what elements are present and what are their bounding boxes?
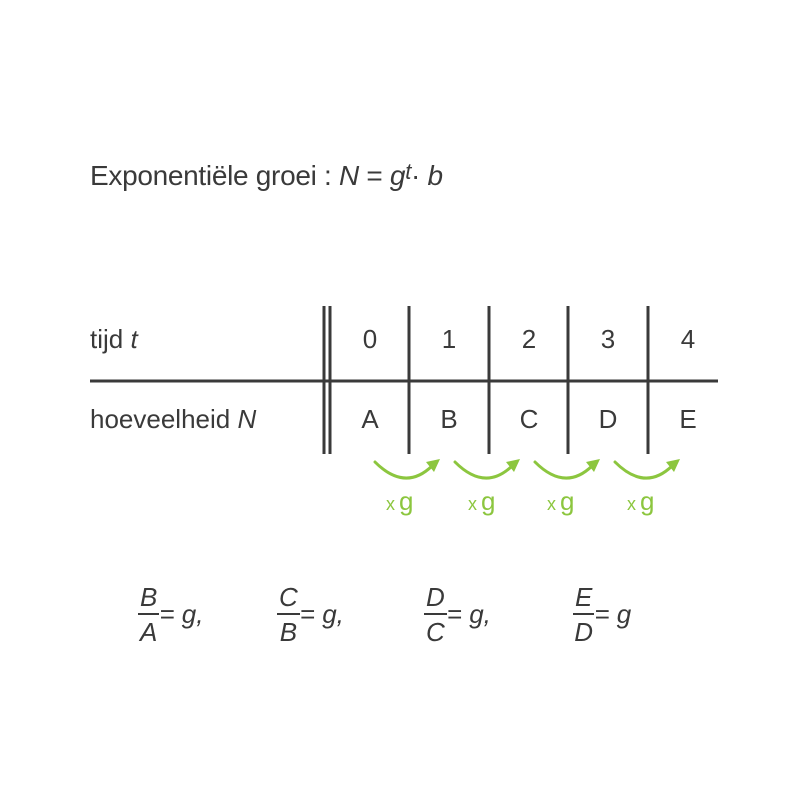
title-g: g	[389, 160, 406, 191]
title-formula: Exponentiële groei : N = gt· b	[90, 159, 444, 192]
curved-arrow-icon	[453, 460, 514, 480]
curved-arrow-icon	[613, 460, 674, 480]
time-cell: 2	[521, 324, 537, 354]
time-cell: 0	[362, 324, 378, 354]
amount-cell: C	[519, 404, 539, 434]
title-dot: ·	[411, 160, 428, 191]
curved-arrow-icon	[373, 460, 434, 480]
title-prefix: Exponentiële groei :	[90, 160, 339, 191]
time-cell: 1	[441, 324, 457, 354]
arrowhead-icon	[586, 459, 600, 472]
amount-cell: E	[679, 404, 697, 434]
row-label-amount: hoeveelheid N	[90, 404, 257, 434]
amount-cell: A	[361, 404, 379, 434]
arrowhead-icon	[426, 459, 440, 472]
title-b: b	[427, 160, 444, 191]
amount-cell: B	[440, 404, 458, 434]
arrowhead-icon	[506, 459, 520, 472]
title-exponent: t	[405, 159, 412, 184]
title-N: N	[338, 160, 359, 191]
row-label-time: tijd t	[90, 324, 138, 354]
time-cell: 4	[680, 324, 696, 354]
amount-cell: D	[598, 404, 618, 434]
arrowhead-icon	[666, 459, 680, 472]
curved-arrow-icon	[533, 460, 594, 480]
title-eq: =	[358, 160, 390, 191]
time-cell: 3	[600, 324, 616, 354]
